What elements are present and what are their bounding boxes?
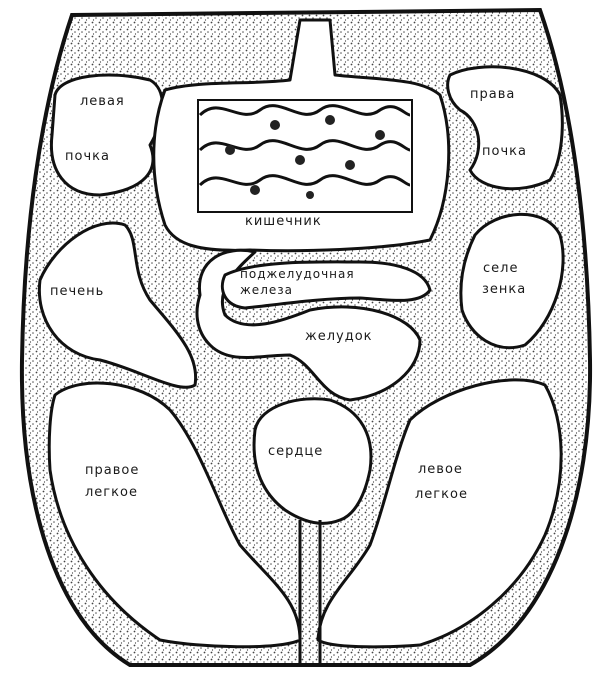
- left-kidney-label-bottom: почка: [65, 149, 110, 164]
- pancreas-label-bottom: железа: [240, 283, 293, 297]
- stomach-label: желудок: [305, 329, 373, 344]
- intestine-label: кишечник: [245, 214, 322, 229]
- spleen-label-bottom: зенка: [482, 282, 526, 297]
- heart-label: сердце: [268, 444, 323, 459]
- right-kidney-label-top: права: [470, 87, 515, 102]
- right-lung-label-top: правое: [85, 463, 139, 478]
- left-kidney-shape: [51, 75, 162, 195]
- left-lung-label-top: левое: [418, 462, 463, 477]
- pancreas-label-top: поджелудочная: [240, 267, 355, 281]
- liver-label: печень: [50, 284, 104, 299]
- left-kidney-label-top: левая: [80, 94, 125, 109]
- spleen-label-top: селе: [483, 261, 518, 276]
- right-lung-label-bottom: легкое: [85, 485, 138, 500]
- left-lung-label-bottom: легкое: [415, 487, 468, 502]
- right-kidney-label-bottom: почка: [482, 144, 527, 159]
